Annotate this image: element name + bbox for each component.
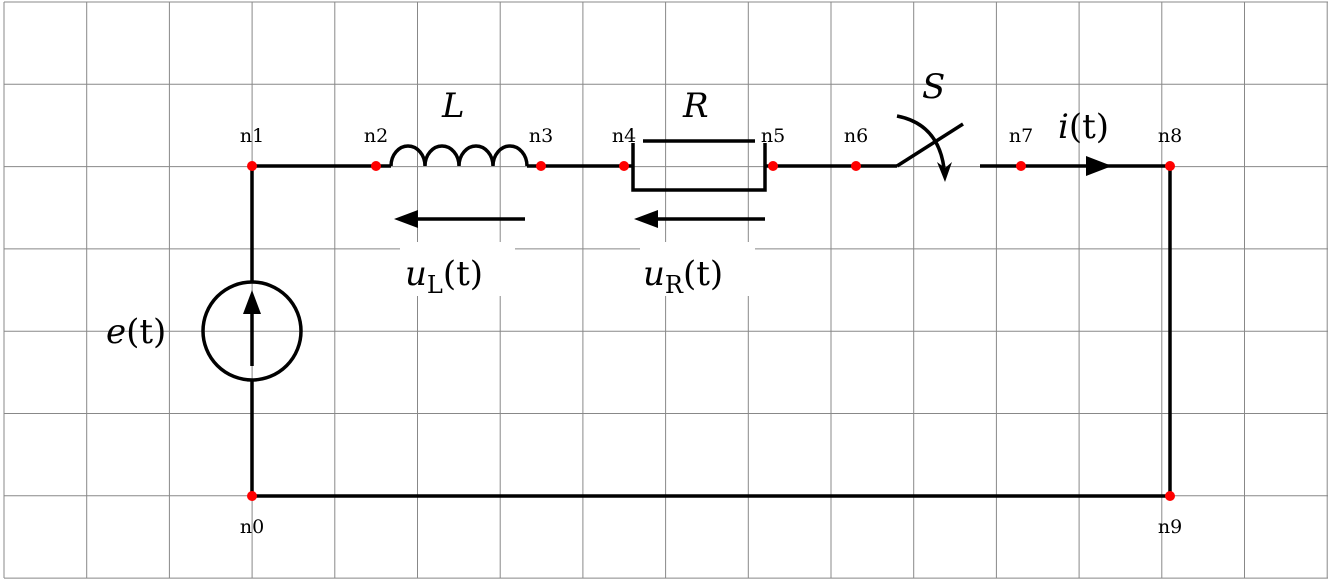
- inductor-voltage-label: uL(t): [405, 254, 483, 299]
- node-label-n7: n7: [1009, 125, 1033, 147]
- node-n1: [247, 161, 257, 171]
- voltage-source: [201, 280, 303, 382]
- wire-n1-n2: [250, 164, 391, 281]
- node-n2: [371, 161, 381, 171]
- node-label-n3: n3: [529, 125, 553, 147]
- resistor: [631, 139, 767, 192]
- node-label-n8: n8: [1158, 125, 1182, 147]
- switch-arrow-icon: [937, 162, 952, 182]
- node-n9: [1165, 491, 1175, 501]
- grid: [3, 1, 1328, 579]
- node-n7: [1016, 161, 1026, 171]
- inductor-label: L: [441, 86, 465, 126]
- node-label-n0: n0: [240, 516, 264, 538]
- inductor: [389, 144, 529, 167]
- current-label: i(t): [1058, 107, 1109, 147]
- node-label-n9: n9: [1158, 516, 1182, 538]
- resistor-body: [631, 143, 767, 192]
- node-n5: [768, 161, 778, 171]
- switch-blade: [896, 122, 964, 168]
- switch: [896, 114, 964, 182]
- node-n0: [247, 491, 257, 501]
- node-n4: [619, 161, 629, 171]
- node-n8: [1165, 161, 1175, 171]
- inductor-voltage-arrow-icon: [394, 210, 418, 228]
- node-label-n2: n2: [364, 125, 388, 147]
- source-label: e(t): [106, 312, 166, 352]
- switch-label: S: [922, 67, 945, 107]
- nodes: n0 n1 n2 n3 n4 n5 n6 n7 n8 n9: [240, 125, 1182, 538]
- node-label-n4: n4: [612, 125, 636, 147]
- resistor-voltage-label: uR(t): [643, 254, 723, 299]
- node-label-n1: n1: [240, 125, 264, 147]
- resistor-label: R: [682, 86, 709, 126]
- node-n3: [536, 161, 546, 171]
- current-arrow-icon: [1086, 156, 1112, 176]
- wire-n7-n8-n9-n0: [252, 164, 1172, 498]
- switch-arc: [896, 114, 946, 169]
- source-arrow-icon: [243, 290, 261, 314]
- source-circle: [201, 280, 303, 382]
- resistor-voltage-arrow-icon: [634, 210, 658, 228]
- node-n6: [851, 161, 861, 171]
- node-label-n5: n5: [761, 125, 785, 147]
- node-label-n6: n6: [844, 125, 868, 147]
